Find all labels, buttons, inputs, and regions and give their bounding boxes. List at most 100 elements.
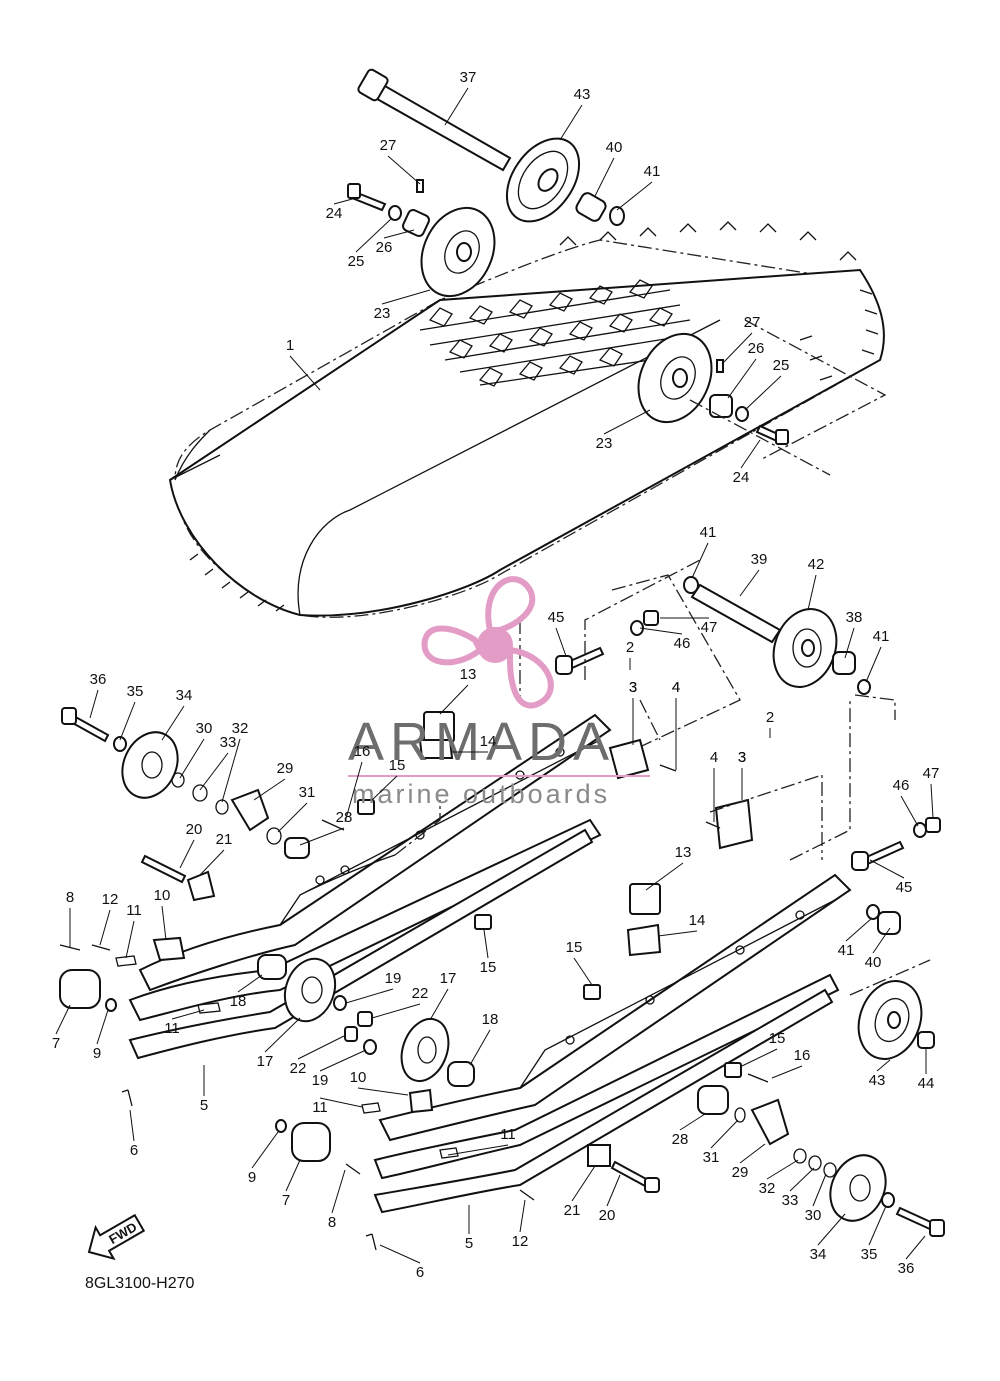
leader-line <box>555 627 567 657</box>
callout-45: 45 <box>548 609 565 626</box>
leader-line <box>739 1143 766 1164</box>
leader-line <box>447 1144 509 1156</box>
callout-15: 15 <box>566 939 583 956</box>
callout-46: 46 <box>893 777 910 794</box>
diagram-code: 8GL3100-H270 <box>85 1275 195 1292</box>
leader-line <box>645 862 684 891</box>
callout-32: 32 <box>759 1180 776 1197</box>
leader-line <box>439 684 469 715</box>
leader-line <box>483 929 489 959</box>
callout-24: 24 <box>733 469 750 486</box>
leader-line <box>251 1131 279 1169</box>
leader-line <box>371 1003 421 1019</box>
leader-line <box>740 439 761 469</box>
callout-4: 4 <box>710 749 718 766</box>
leader-lines <box>55 87 934 1264</box>
leader-line <box>319 1049 367 1072</box>
leader-line <box>789 1167 815 1192</box>
leader-line <box>845 917 873 942</box>
callout-11: 11 <box>312 1099 328 1116</box>
callout-29: 29 <box>732 1164 749 1181</box>
leader-line <box>594 157 615 197</box>
leader-line <box>603 409 651 435</box>
callout-14: 14 <box>480 733 497 750</box>
callout-14: 14 <box>689 912 706 929</box>
callout-3: 3 <box>629 679 637 696</box>
callout-23: 23 <box>596 435 613 452</box>
leader-line <box>519 1199 526 1233</box>
callout-19: 19 <box>385 970 402 987</box>
callout-8: 8 <box>66 889 74 906</box>
callout-2: 2 <box>766 709 774 726</box>
callout-23: 23 <box>374 305 391 322</box>
callout-21: 21 <box>564 1202 581 1219</box>
leader-line <box>264 1017 301 1053</box>
leader-line <box>771 1065 803 1079</box>
propeller-logo <box>421 576 554 709</box>
leader-line <box>237 974 263 993</box>
leader-line <box>381 289 431 305</box>
callout-34: 34 <box>176 687 193 704</box>
callout-28: 28 <box>672 1131 689 1148</box>
callout-41: 41 <box>644 163 661 180</box>
track-belt <box>168 221 885 618</box>
callout-43: 43 <box>869 1072 886 1089</box>
leader-line <box>171 1009 205 1020</box>
callout-26: 26 <box>748 340 765 357</box>
callout-7: 7 <box>282 1192 290 1209</box>
rear-axle-group <box>347 68 887 476</box>
leader-line <box>930 783 934 819</box>
leader-line <box>639 627 683 635</box>
callout-5: 5 <box>465 1235 473 1252</box>
leader-line <box>616 181 653 211</box>
callout-39: 39 <box>751 551 768 568</box>
left-idler-group <box>59 707 373 1107</box>
watermark-subtitle: marine outboards <box>352 779 610 809</box>
callout-43: 43 <box>574 86 591 103</box>
callout-42: 42 <box>808 556 825 573</box>
callout-47: 47 <box>701 619 718 636</box>
callout-8: 8 <box>328 1214 336 1231</box>
leader-line <box>727 358 757 399</box>
leader-line <box>357 1087 409 1096</box>
leader-line <box>657 930 698 937</box>
leader-line <box>55 1004 71 1035</box>
callout-6: 6 <box>416 1264 424 1281</box>
leader-line <box>812 1173 827 1207</box>
leader-line <box>344 761 363 823</box>
callout-36: 36 <box>90 671 107 688</box>
leader-line <box>900 795 919 827</box>
leader-line <box>355 217 393 253</box>
leader-line <box>297 1035 345 1060</box>
leader-line <box>721 332 753 365</box>
track-lugs <box>189 221 879 612</box>
fwd-arrow-icon: FWD <box>87 1213 146 1261</box>
leader-line <box>277 802 308 833</box>
leader-line <box>379 1244 421 1264</box>
callout-15: 15 <box>480 959 497 976</box>
leader-line <box>253 778 286 801</box>
callout-44: 44 <box>918 1075 935 1092</box>
leader-line <box>345 988 394 1004</box>
callout-21: 21 <box>216 831 233 848</box>
callout-46: 46 <box>674 635 691 652</box>
callout-4: 4 <box>672 679 680 696</box>
callout-13: 13 <box>675 844 692 861</box>
watermark-title: ARMADA <box>348 712 615 772</box>
callout-11: 11 <box>164 1020 180 1037</box>
callout-27: 27 <box>380 137 397 154</box>
callout-32: 32 <box>232 720 249 737</box>
leader-line <box>606 1174 621 1207</box>
callout-numbers: 1223333444556677889910101111111112121313… <box>52 69 940 1281</box>
callout-15: 15 <box>769 1030 786 1047</box>
bracket-parts <box>321 699 823 1083</box>
callout-29: 29 <box>277 760 294 777</box>
callout-11: 11 <box>126 902 142 919</box>
leader-line <box>710 1119 739 1149</box>
leader-line <box>161 705 185 741</box>
callout-25: 25 <box>348 253 365 270</box>
leader-line <box>96 1009 109 1045</box>
leader-line <box>99 909 111 946</box>
callout-9: 9 <box>248 1169 256 1186</box>
